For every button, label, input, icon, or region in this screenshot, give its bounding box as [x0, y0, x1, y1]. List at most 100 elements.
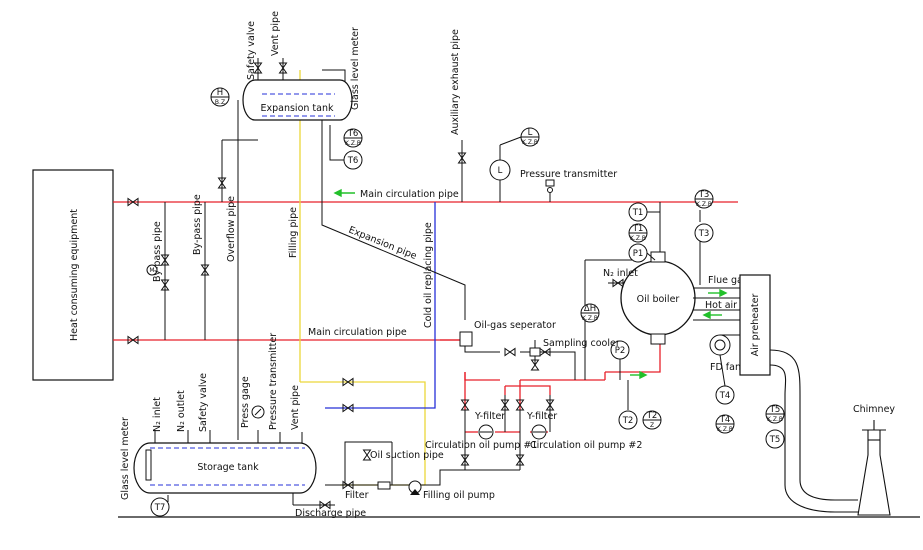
y-filter-2-label: Y-filter: [526, 411, 557, 422]
filling-pipe: [299, 70, 426, 486]
expansion-tank-label: Expansion tank: [260, 103, 334, 114]
heat-consuming-label: Heat consuming equipment: [69, 209, 80, 341]
instrument-t1: T1: [628, 202, 648, 222]
flow-arrows: [333, 188, 728, 380]
air-preheater: Air preheater: [739, 274, 771, 376]
oil-suction-pipe-label: Oil suction pipe: [370, 450, 444, 461]
discharge-pipe-label: Discharge pipe: [295, 508, 366, 519]
svg-text:K.Z.B: K.Z.B: [696, 201, 712, 208]
chimney: [769, 349, 891, 516]
svg-text:Z: Z: [650, 422, 654, 429]
fd-fan-label: FD fan: [710, 362, 741, 373]
n2-inlet-boiler-label: N₂ inlet: [603, 268, 638, 279]
instrument-t2-tag: T2 Z: [642, 410, 662, 430]
heat-consuming-equipment: [32, 169, 114, 381]
filling-oil-pump-label: Filling oil pump: [423, 490, 495, 501]
svg-text:P2: P2: [615, 346, 626, 356]
svg-text:K.Z.B: K.Z.B: [767, 416, 783, 423]
instrument-t5-tag: T5 K.Z.B: [765, 404, 785, 424]
instrument-t6: T6: [343, 150, 363, 170]
fd-fan: FD fan: [709, 334, 741, 373]
bypass-pipe-2-label: By-pass pipe: [192, 194, 203, 255]
svg-text:T6: T6: [347, 129, 359, 139]
vent-pipe-top-label: Vent pipe: [270, 11, 281, 56]
press-gage-label: Press gage: [240, 376, 251, 428]
main-circulation-top-label: Main circulation pipe: [360, 189, 459, 200]
expansion-tank: Expansion tank: [242, 79, 353, 121]
instrument-dh-tag: ΔH K.Z.B: [580, 303, 600, 323]
instrument-p2: P2: [610, 340, 630, 360]
storage-tank: Storage tank: [133, 442, 317, 494]
svg-text:T6: T6: [347, 156, 359, 166]
safety-valve-bottom-label: Safety valve: [198, 373, 209, 432]
glass-level-meter-top-label: Glass level meter: [350, 27, 361, 110]
by-pass-valve-motor: M: [146, 264, 158, 276]
instrument-l: L: [489, 159, 511, 181]
sampling-cooler: [529, 347, 541, 357]
instrument-t5: T5: [765, 429, 785, 449]
instrument-t3-tag: T3 K.Z.B: [694, 189, 714, 209]
pressure-transmitter-symbol: [545, 179, 555, 193]
filter: [377, 481, 391, 490]
svg-text:P1: P1: [633, 249, 644, 259]
svg-text:K.Z.B: K.Z.B: [522, 139, 538, 146]
glass-level-meter-bottom-label: Glass level meter: [120, 417, 131, 500]
svg-text:L: L: [528, 128, 533, 138]
cold-oil-replacing-pipe: [325, 202, 436, 409]
svg-text:T5: T5: [769, 405, 781, 415]
instrument-h: H B.Z: [210, 87, 230, 107]
instrument-t4: T4: [715, 385, 735, 405]
instrument-p1: P1: [628, 243, 648, 263]
filter-label: Filter: [345, 490, 369, 501]
instrument-t1-tag: T1 K.Z.B: [628, 223, 648, 243]
n2-outlet-label: N₂ outlet: [176, 390, 187, 432]
air-preheater-label: Air preheater: [750, 294, 761, 357]
oil-gas-separator: [459, 331, 473, 347]
sampling-cooler-label: Sampling cooler: [543, 338, 620, 349]
aux-exhaust-label: Auxiliary exhaust pipe: [450, 29, 461, 135]
press-gage-symbol: [251, 405, 265, 419]
svg-text:K.Z.B: K.Z.B: [717, 426, 733, 433]
instrument-t4-tag: T4 K.Z.B: [715, 414, 735, 434]
svg-text:B.Z: B.Z: [215, 99, 225, 106]
svg-text:T3: T3: [698, 190, 710, 200]
circulation-pump-2-label: Circulation oil pump #2: [530, 440, 642, 451]
n2-inlet-storage-label: N₂ inlet: [152, 397, 163, 432]
cold-oil-pipe-label: Cold oil replacing pipe: [423, 222, 434, 328]
svg-text:T4: T4: [719, 391, 731, 401]
ducts: [693, 287, 740, 321]
filling-pipe-label: Filling pipe: [288, 207, 299, 258]
svg-text:T1: T1: [632, 224, 644, 234]
safety-valve-top-label: Safety valve: [246, 21, 257, 80]
svg-text:T2: T2: [622, 416, 634, 426]
svg-text:T5: T5: [769, 435, 781, 445]
instrument-t2: T2: [618, 410, 638, 430]
y-filter-1-label: Y-filter: [474, 411, 505, 422]
instrument-l-tag: L K.Z.B: [520, 127, 540, 147]
svg-text:T7: T7: [154, 503, 166, 513]
instrument-t7: T7: [150, 497, 170, 517]
oil-gas-separator-label: Oil-gas seperator: [474, 320, 556, 331]
svg-text:T3: T3: [698, 229, 710, 239]
circulation-pump-1: [478, 424, 494, 440]
filling-oil-pump: [408, 480, 422, 495]
svg-text:K.Z.B: K.Z.B: [630, 235, 646, 242]
chimney-label: Chimney: [853, 404, 895, 415]
circulation-pump-2: [531, 424, 547, 440]
svg-text:L: L: [498, 166, 503, 176]
flue-gas-label: Flue gas: [708, 275, 748, 286]
svg-text:T1: T1: [632, 208, 644, 218]
svg-text:T2: T2: [646, 411, 658, 421]
svg-text:K.Z.B: K.Z.B: [345, 140, 361, 147]
instruments: H B.Z T6 K.Z.B T6 L K.Z.B L: [146, 87, 785, 517]
hot-air-label: Hot air: [705, 300, 737, 311]
oil-boiler-label: Oil boiler: [637, 294, 680, 305]
instrument-t6-tag: T6 K.Z.B: [343, 128, 363, 148]
pressure-transmitter-bottom-label: Pressure transmitter: [268, 333, 279, 430]
bypass-pipe-1-label: By-pass pipe: [152, 221, 163, 282]
main-circulation-bottom-label: Main circulation pipe: [308, 327, 407, 338]
circulation-pump-1-label: Circulation oil pump #1: [425, 440, 537, 451]
svg-text:M: M: [149, 267, 154, 274]
